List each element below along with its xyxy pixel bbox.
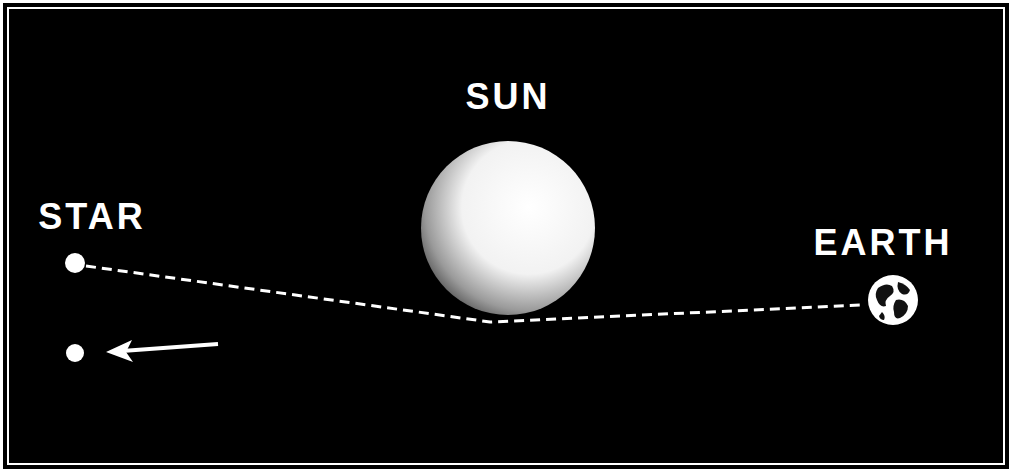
earth-globe — [868, 275, 918, 325]
arrow-head — [106, 340, 133, 362]
star-label: STAR — [38, 199, 145, 235]
frame — [8, 8, 1004, 464]
earth-label: EARTH — [814, 225, 953, 261]
arrow-shaft — [122, 344, 218, 351]
sun-disc — [421, 141, 595, 315]
background — [3, 3, 1009, 469]
sun-label: SUN — [465, 79, 550, 115]
star-dot — [65, 253, 85, 273]
apparent-star-dot — [66, 344, 84, 362]
